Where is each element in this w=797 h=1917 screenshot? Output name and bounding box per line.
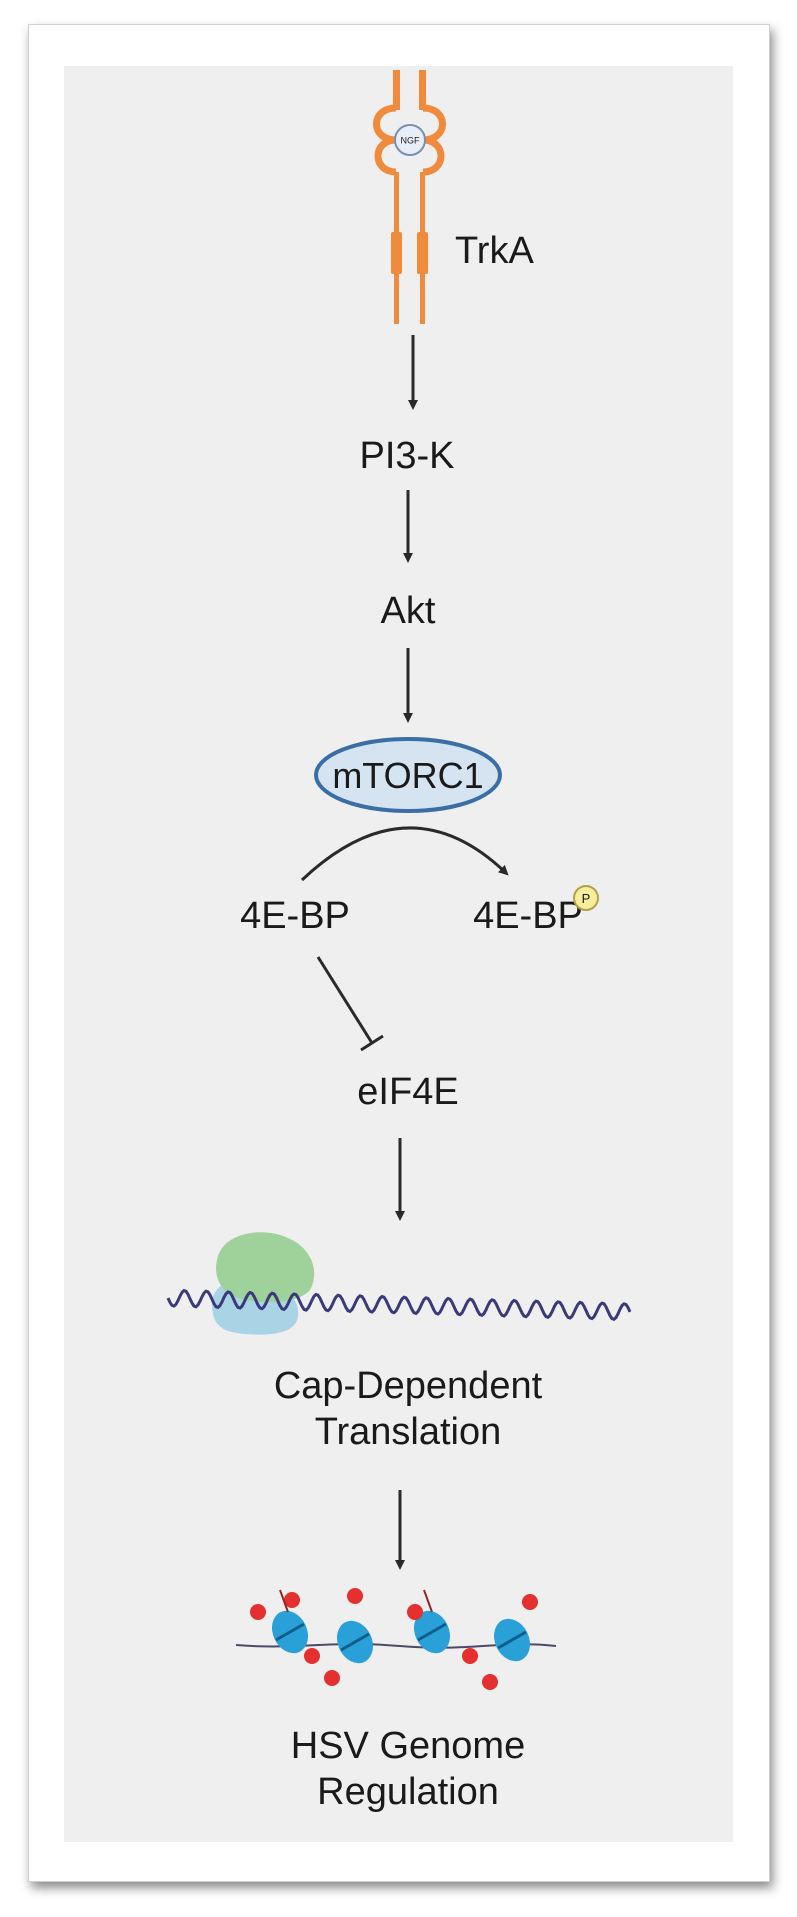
receptor-tm-right: [417, 232, 428, 274]
receptor-stub-right: [419, 70, 426, 110]
receptor-tm-left: [391, 232, 402, 274]
histone-mark-icon: [304, 1648, 320, 1664]
hsv-chromatin-icon: [235, 1588, 557, 1690]
ngf-label: NGF: [401, 136, 421, 146]
inhibition-bar: [360, 1034, 384, 1052]
histone-mark-icon: [250, 1604, 266, 1620]
nucleosome-band: [340, 1632, 370, 1652]
bp-left-label: 4E-BP: [240, 895, 350, 937]
mtorc1-label: mTORC1: [332, 755, 483, 796]
mtorc1-node: [314, 737, 502, 813]
histone-mark-icon: [407, 1604, 423, 1620]
histone-mark-icon: [284, 1592, 300, 1608]
nucleosome-band: [275, 1622, 305, 1642]
akt-label: Akt: [381, 590, 436, 632]
histone-mark-icon: [347, 1588, 363, 1604]
phospho-badge-icon: [573, 885, 599, 911]
nucleosome-band: [497, 1630, 527, 1650]
hsv-line2-label: Regulation: [317, 1771, 499, 1813]
nucleosome-band: [417, 1622, 447, 1642]
histone-tail: [423, 1589, 433, 1613]
inhibition-line: [316, 956, 374, 1044]
trka-label: TrkA: [455, 230, 534, 272]
receptor-loop-left: [373, 104, 397, 176]
translation-line1-label: Cap-Dependent: [274, 1365, 543, 1407]
histone-mark-icon: [324, 1670, 340, 1686]
trka-receptor-icon: NGF: [373, 70, 446, 324]
receptor-stub-left: [393, 70, 400, 110]
phospho-label: P: [582, 891, 591, 906]
mrna-strand: [166, 1288, 632, 1322]
bp-right-label: 4E-BP: [473, 895, 583, 937]
arrow-phosphorylation: [300, 826, 509, 882]
histone-mark-icon: [482, 1674, 498, 1690]
histone-mark-icon: [462, 1648, 478, 1664]
pi3k-label: PI3-K: [359, 435, 454, 477]
ngf-ligand-icon: [394, 124, 426, 156]
eif4e-label: eIF4E: [357, 1071, 458, 1113]
ribosome-icon: [211, 1232, 315, 1335]
ribosome-large-subunit: [216, 1232, 315, 1303]
translation-line2-label: Translation: [315, 1411, 502, 1453]
hsv-line1-label: HSV Genome: [291, 1725, 525, 1767]
histone-tail: [279, 1589, 289, 1613]
histone-mark-icon: [522, 1594, 538, 1610]
